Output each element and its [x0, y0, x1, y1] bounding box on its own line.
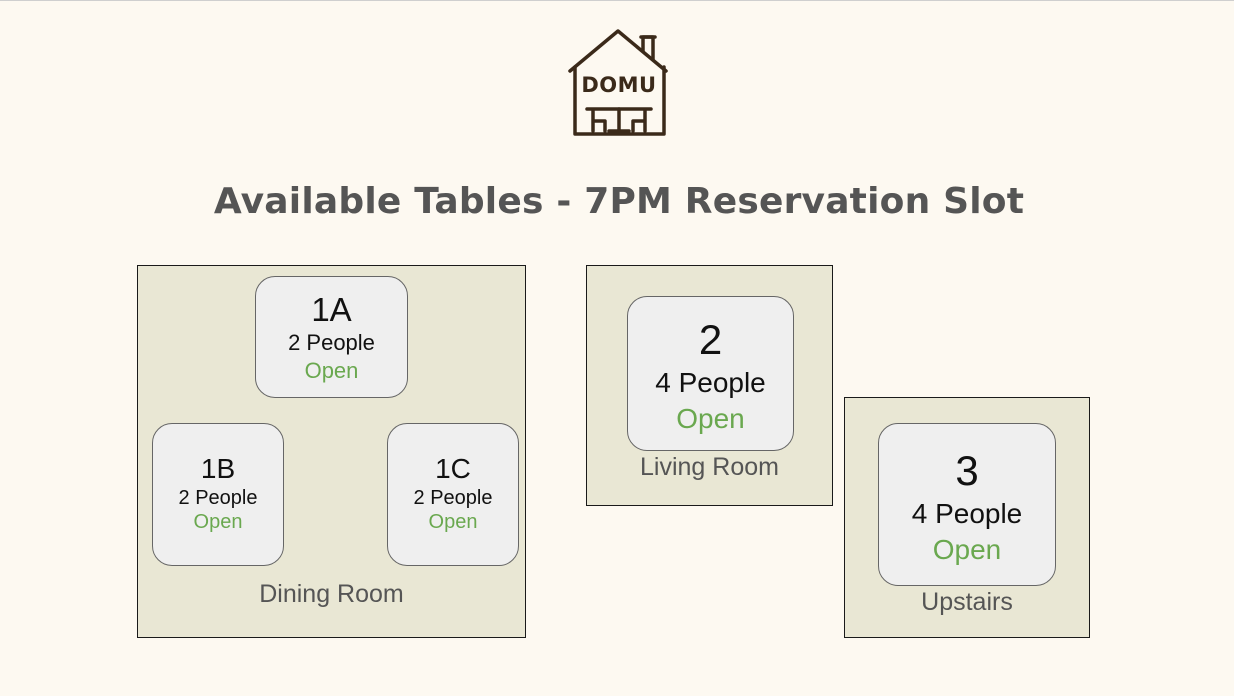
table-capacity: 2 People [413, 487, 493, 509]
house-with-table-icon [568, 29, 668, 136]
room-living: 2 4 People Open Living Room [586, 265, 833, 506]
room-label-living: Living Room [640, 453, 779, 481]
domu-logo: DOMU [565, 27, 673, 139]
page-title: Available Tables - 7PM Reservation Slot [213, 181, 1025, 222]
table-capacity: 2 People [178, 487, 258, 509]
table-id: 2 [698, 316, 723, 363]
table-capacity: 2 People [288, 330, 375, 355]
table-status: Open [193, 511, 243, 533]
table-status: Open [304, 358, 359, 383]
table-card-2[interactable]: 2 4 People Open [627, 296, 794, 451]
room-label-dining: Dining Room [259, 580, 404, 608]
table-card-3[interactable]: 3 4 People Open [878, 423, 1056, 586]
logo-text: DOMU [581, 73, 657, 97]
table-card-1a[interactable]: 1A 2 People Open [255, 276, 408, 398]
table-card-1c[interactable]: 1C 2 People Open [387, 423, 519, 566]
room-dining: 1A 2 People Open 1B 2 People Open 1C 2 P… [137, 265, 526, 638]
table-id: 1A [311, 291, 352, 328]
table-status: Open [428, 511, 478, 533]
table-id: 1B [200, 453, 236, 484]
table-id: 1C [435, 453, 471, 484]
room-upstairs: 3 4 People Open Upstairs [844, 397, 1090, 638]
table-status: Open [676, 403, 745, 434]
table-id: 3 [955, 447, 979, 494]
table-capacity: 4 People [911, 498, 1023, 529]
table-capacity: 4 People [655, 367, 766, 398]
table-card-1b[interactable]: 1B 2 People Open [152, 423, 284, 566]
room-label-upstairs: Upstairs [921, 588, 1013, 616]
table-status: Open [932, 534, 1002, 565]
